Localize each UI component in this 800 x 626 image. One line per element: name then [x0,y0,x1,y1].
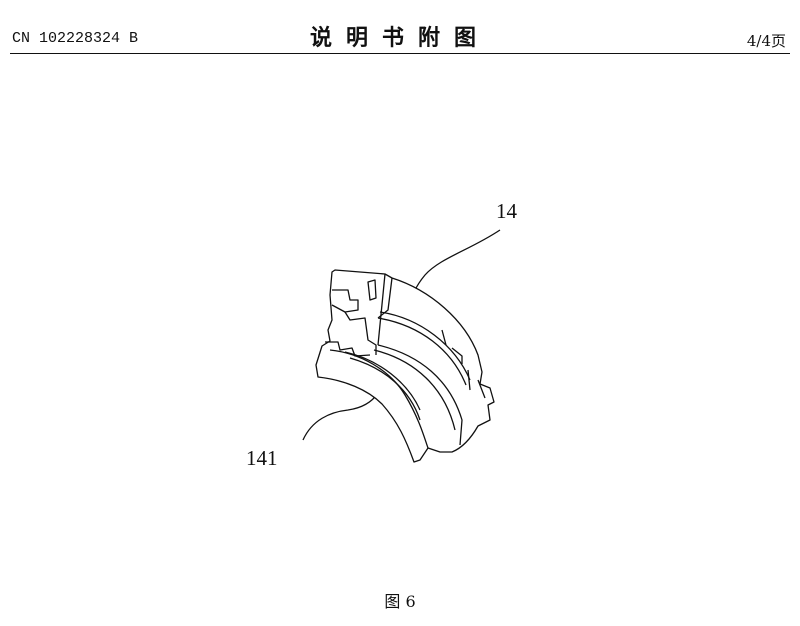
header-rule [10,53,790,54]
publication-number: CN 102228324 B [12,30,139,47]
part-outline [315,269,495,463]
label-141: 141 [246,446,278,470]
figure-caption: 图 6 [384,592,416,611]
leader-line-141 [302,392,379,441]
page-title: 说明书附图 [309,26,490,51]
label-14: 14 [496,199,517,223]
page-number: 4/4页 [746,32,786,50]
